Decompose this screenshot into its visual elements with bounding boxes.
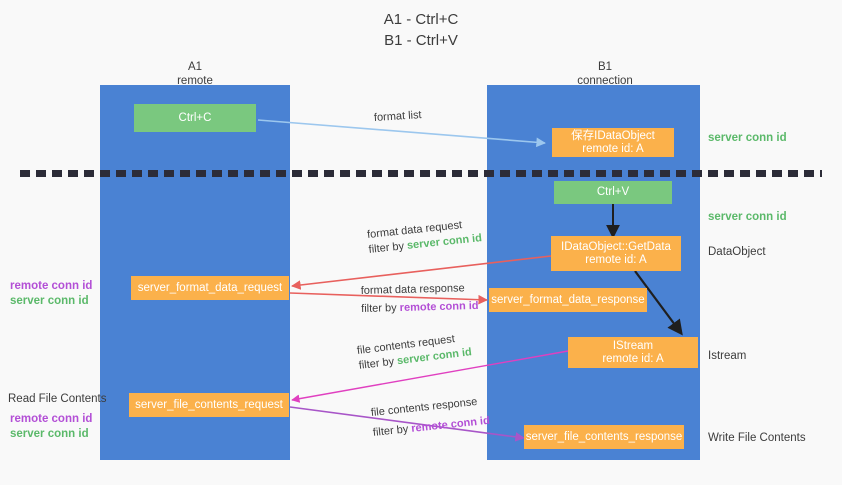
box-ctrl-c[interactable]: Ctrl+C bbox=[134, 104, 256, 132]
column-header-b1: B1 connection bbox=[577, 61, 633, 87]
box-ctrl-v[interactable]: Ctrl+V bbox=[554, 181, 672, 204]
right-label-server-conn-id-2: server conn id bbox=[708, 211, 787, 223]
edge-label-line2: filter by remote conn id bbox=[361, 299, 479, 317]
edge-label-file-contents-response: file contents response filter by remote … bbox=[370, 394, 490, 441]
box-getdata[interactable]: IDataObject::GetData remote id: A bbox=[551, 236, 681, 271]
box-save-idataobject[interactable]: 保存IDataObject remote id: A bbox=[552, 128, 674, 157]
left-label-server-conn-id-1: server conn id bbox=[10, 295, 89, 307]
conn-id-key: remote conn id bbox=[399, 299, 479, 314]
right-label-server-conn-id-1: server conn id bbox=[708, 132, 787, 144]
filter-by-text: filter by bbox=[368, 239, 408, 256]
edge-label-format-list: format list bbox=[373, 109, 422, 124]
column-header-a1: A1 remote bbox=[177, 61, 213, 87]
right-label-istream: Istream bbox=[708, 350, 747, 362]
page-title: A1 - Ctrl+C B1 - Ctrl+V bbox=[383, 11, 459, 49]
filter-by-text: filter by bbox=[372, 422, 412, 439]
box-server-format-data-request[interactable]: server_format_data_request bbox=[131, 276, 289, 300]
box-server-file-contents-request[interactable]: server_file_contents_request bbox=[129, 393, 289, 417]
filter-by-text: filter by bbox=[361, 301, 400, 315]
edge-label-format-data-response: format data response filter by remote co… bbox=[361, 281, 479, 317]
edge-label-line1: format data response bbox=[360, 282, 465, 298]
right-label-write-file-contents: Write File Contents bbox=[708, 432, 806, 444]
phase-divider bbox=[20, 170, 822, 177]
left-label-remote-conn-id-1: remote conn id bbox=[10, 280, 93, 292]
left-label-remote-conn-id-2: remote conn id bbox=[10, 413, 93, 425]
left-label-server-conn-id-2: server conn id bbox=[10, 428, 89, 440]
filter-by-text: filter by bbox=[358, 355, 398, 372]
left-label-read-file-contents: Read File Contents bbox=[8, 393, 107, 405]
right-label-dataobject: DataObject bbox=[708, 246, 766, 258]
box-server-file-contents-response[interactable]: server_file_contents_response bbox=[524, 425, 684, 449]
box-server-format-data-response[interactable]: server_format_data_response bbox=[489, 288, 647, 312]
box-istream[interactable]: IStream remote id: A bbox=[568, 337, 698, 368]
edge-label-format-data-request: format data request filter by server con… bbox=[366, 216, 483, 258]
conn-id-key: remote conn id bbox=[410, 414, 491, 435]
edge-label-file-contents-request: file contents request filter by server c… bbox=[356, 330, 473, 374]
